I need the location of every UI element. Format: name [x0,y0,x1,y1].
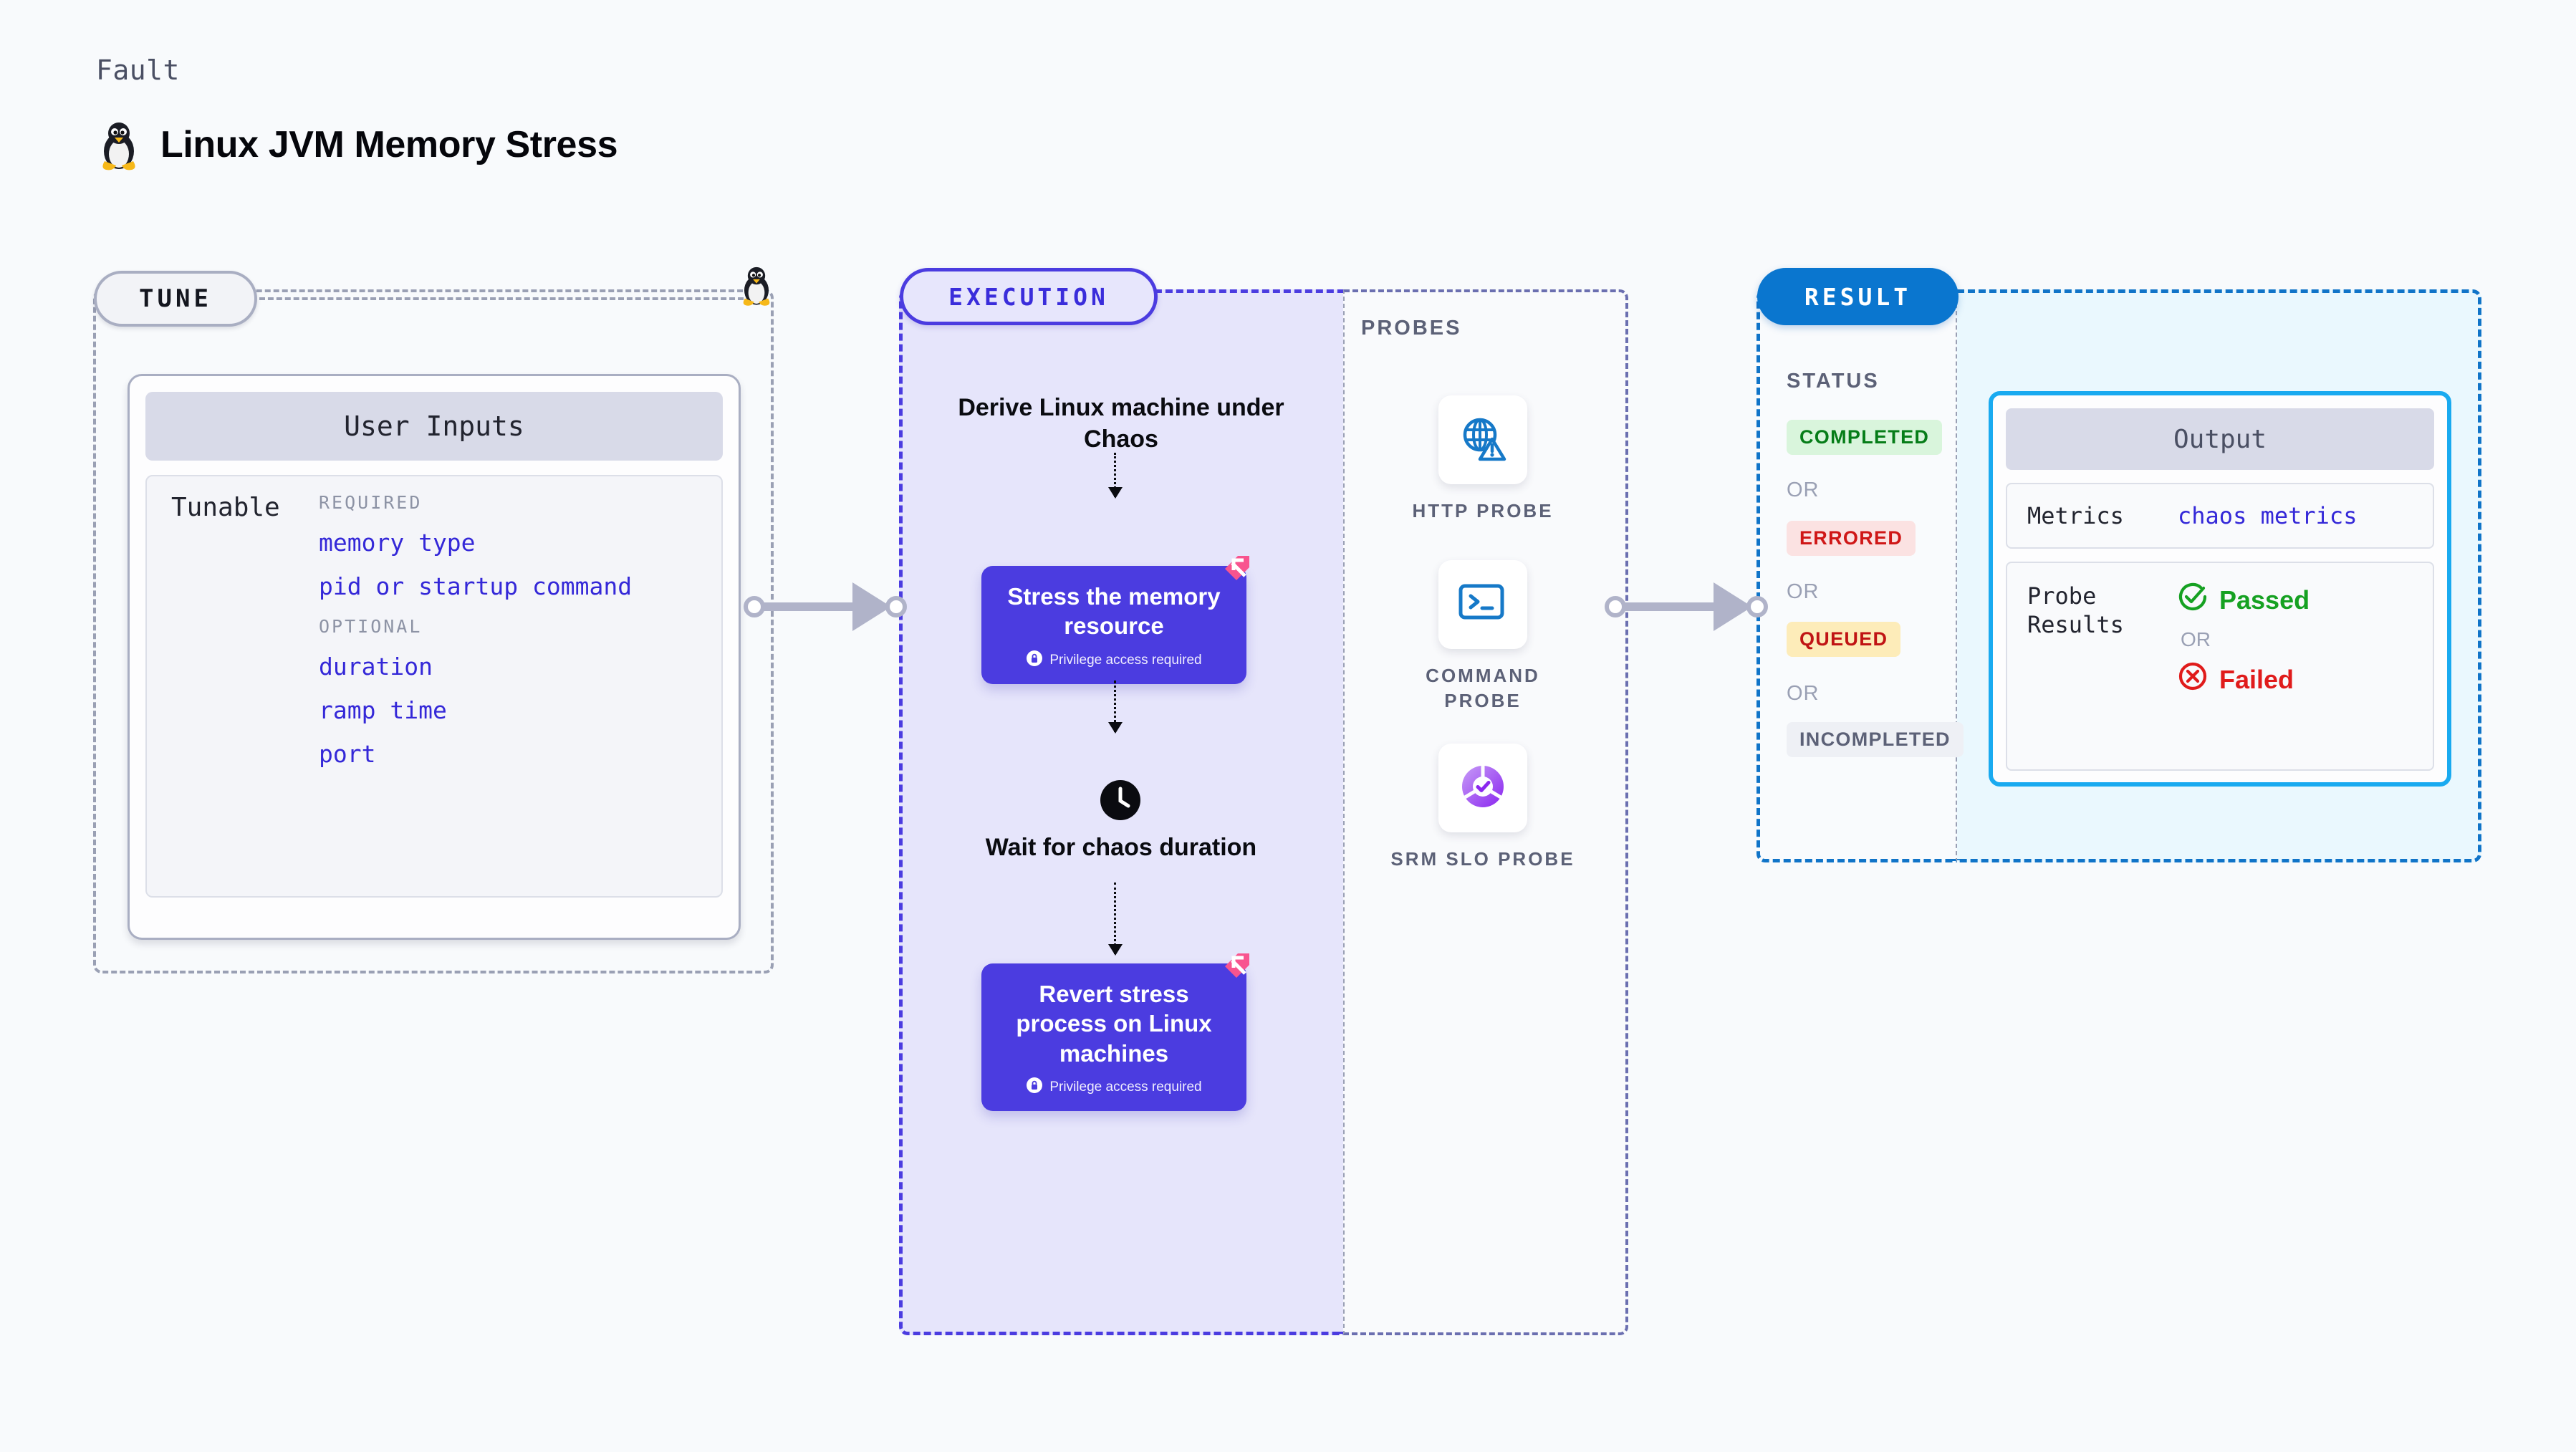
probe-label: SRM SLO PROBE [1390,848,1575,870]
probe-item-srm-slo[interactable]: SRM SLO PROBE [1390,744,1576,872]
user-inputs-title: User Inputs [344,410,524,442]
page-title: Linux JVM Memory Stress [160,124,618,165]
probe-results-values: Passed OR Failed [2178,582,2433,769]
probe-tile [1438,395,1527,484]
execution-step-wait-duration: Wait for chaos duration [985,834,1257,861]
status-or-label: OR [1787,479,1820,501]
terminal-prompt-icon [1456,580,1509,630]
probe-result-passed: Passed [2178,582,2433,618]
status-badge-completed: COMPLETED [1787,420,1943,455]
connector-start-dot [1605,596,1626,617]
probe-label: COMMAND PROBE [1426,665,1540,712]
connector-arrowhead [1714,582,1752,631]
tunable-item-ramp-time[interactable]: ramp time [319,696,447,724]
stage-pill-tune[interactable]: TUNE [94,271,257,327]
tunable-item-duration[interactable]: duration [319,653,433,681]
output-card: Output Metrics chaos metrics Probe Resul… [1989,391,2451,787]
output-card-header: Output [2006,408,2434,470]
fault-title-row: Linux JVM Memory Stress [96,118,618,171]
output-metrics-row: Metrics chaos metrics [2006,483,2434,549]
slo-donut-check-icon [1456,759,1510,817]
connector-end-dot [885,596,907,617]
probe-result-failed-label: Failed [2219,664,2294,694]
stage-pill-result-label: RESULT [1804,282,1912,311]
lock-icon [1026,650,1043,671]
user-inputs-card: User Inputs Tunable REQUIRED memory type… [128,374,741,940]
connector-tune-to-execution [744,582,908,632]
result-stage-box [1756,289,1957,862]
privilege-note: Privilege access required [996,1077,1232,1098]
metrics-value-link[interactable]: chaos metrics [2178,502,2358,529]
linux-penguin-icon [738,264,775,307]
probe-tile [1438,744,1527,832]
privilege-note: Privilege access required [996,650,1232,671]
linux-penguin-icon [96,118,142,171]
flow-arrow-1 [1108,453,1123,499]
stage-pill-execution-label: EXECUTION [948,282,1109,311]
flow-arrow-2 [1108,681,1123,734]
probe-result-passed-label: Passed [2219,585,2310,615]
connector-probes-to-result [1605,582,1777,632]
litmus-chaos-badge-icon [1216,549,1256,589]
connector-end-dot [1746,596,1768,617]
status-badge-incompleted: INCOMPLETED [1787,722,1964,757]
privilege-note-text: Privilege access required [1049,1079,1202,1095]
metrics-key-label: Metrics [2027,502,2124,529]
tunable-item-memory-type[interactable]: memory type [319,529,476,557]
clock-icon [1100,779,1141,824]
check-circle-icon [2178,582,2208,618]
connector-line [1623,602,1724,611]
flow-arrow-3 [1108,883,1123,956]
probe-results-key-label: Probe Results [2027,582,2124,638]
probe-label: HTTP PROBE [1412,500,1554,521]
status-badge-queued: QUEUED [1787,622,1901,657]
output-probe-results-row: Probe Results Passed OR [2006,562,2434,771]
execution-card-stress-memory[interactable]: Stress the memory resource Privilege acc… [981,556,1249,684]
probe-item-http[interactable]: HTTP PROBE [1390,395,1576,524]
probe-result-or-label: OR [2181,628,2211,650]
probe-tile [1438,560,1527,649]
lock-icon [1026,1077,1043,1098]
x-circle-icon [2178,661,2208,698]
privilege-note-text: Privilege access required [1049,652,1202,668]
execution-card-revert-stress[interactable]: Revert stress process on Linux machines … [981,953,1249,1111]
probes-section-title: PROBES [1361,317,1462,340]
connector-arrowhead [852,582,891,631]
probe-item-command[interactable]: COMMAND PROBE [1390,560,1576,713]
tunable-label: Tunable [171,493,280,522]
stage-pill-result[interactable]: RESULT [1757,268,1959,325]
status-or-label: OR [1787,580,1820,603]
execution-step-derive-machine: Derive Linux machine under Chaos [958,394,1284,453]
user-inputs-card-header: User Inputs [145,392,723,461]
connector-line [762,602,862,611]
tunable-panel: Tunable REQUIRED memory type pid or star… [145,475,723,898]
tune-leader-line [259,297,744,300]
tunable-field-list: REQUIRED memory type pid or startup comm… [319,492,721,896]
output-title: Output [2173,424,2267,454]
status-section-title: STATUS [1787,370,1880,393]
stage-pill-execution[interactable]: EXECUTION [900,268,1158,325]
tunable-group-heading-required: REQUIRED [319,492,423,513]
probe-result-failed: Failed [2178,661,2433,698]
status-or-label: OR [1787,682,1820,705]
execution-card-title: Stress the memory resource [1007,583,1221,640]
globe-warning-icon [1456,412,1509,468]
status-badge-errored: ERRORED [1787,521,1916,556]
tune-stage-box [93,289,774,973]
tunable-item-port[interactable]: port [319,740,376,768]
execution-card-title: Revert stress process on Linux machines [1016,981,1212,1067]
tunable-item-pid-or-startup-command[interactable]: pid or startup command [319,572,633,600]
stage-pill-tune-label: TUNE [139,284,212,313]
tunable-group-heading-optional: OPTIONAL [319,616,423,637]
fault-kicker-label: Fault [96,54,180,86]
litmus-chaos-badge-icon [1216,946,1256,986]
